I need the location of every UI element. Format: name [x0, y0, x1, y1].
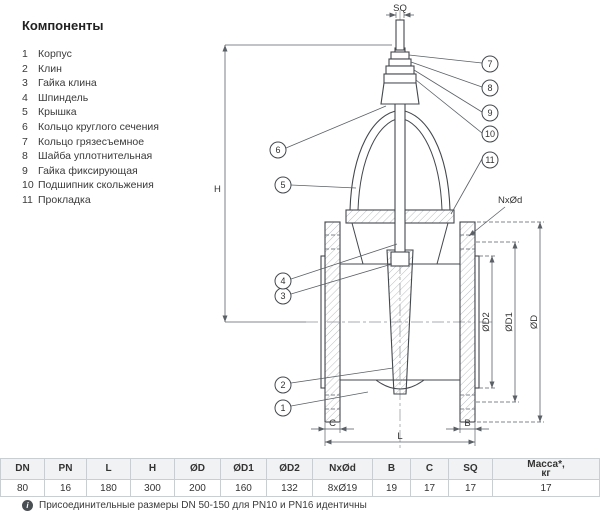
footnote: i Присоединительные размеры DN 50-150 дл…	[22, 500, 367, 511]
callout-7: 7	[481, 55, 499, 73]
dim-h: H	[214, 44, 392, 323]
callout-2: 2	[274, 376, 292, 394]
dim-l: L	[324, 431, 476, 446]
callout-10: 10	[481, 125, 499, 143]
table-cell: 17	[492, 479, 600, 497]
footnote-text: Присоединительные размеры DN 50-150 для …	[39, 500, 367, 511]
table-header: NxØd	[312, 458, 373, 480]
svg-text:7: 7	[487, 59, 492, 69]
stem	[380, 19, 420, 267]
svg-text:8: 8	[487, 83, 492, 93]
table-header: H	[130, 458, 175, 480]
table-value-row: 80 16 180 300 200 160 132 8xØ19 19 17 17…	[0, 479, 600, 497]
dim-label-d1: ØD1	[504, 312, 515, 332]
dim-label-d2: ØD2	[481, 312, 492, 332]
callout-1: 1	[274, 399, 292, 417]
table-cell: 160	[220, 479, 267, 497]
table-cell: 180	[86, 479, 131, 497]
dim-label-c: C	[329, 418, 336, 429]
table-cell: 17	[448, 479, 493, 497]
callout-11: 11	[481, 151, 499, 169]
dimensions-table: DN PN L H ØD ØD1 ØD2 NxØd B C SQ Масса*,…	[0, 458, 600, 497]
dim-label-l: L	[397, 431, 402, 442]
callout-3: 3	[274, 287, 292, 305]
callout-5: 5	[274, 176, 292, 194]
dim-label-nxod: NxØd	[498, 195, 522, 206]
table-header: SQ	[448, 458, 493, 480]
table-cell: 17	[410, 479, 449, 497]
dim-sq: SQ	[386, 3, 414, 18]
callout-4: 4	[274, 272, 292, 290]
wedge	[386, 249, 414, 395]
dim-b: B	[446, 418, 489, 433]
table-header: PN	[44, 458, 87, 480]
valve-section-drawing: SQ H C B L ØD2 ØD1	[200, 2, 580, 454]
dim-d: ØD	[477, 221, 544, 423]
dim-label-h: H	[214, 184, 221, 195]
table-cell: 19	[372, 479, 411, 497]
table-header: L	[86, 458, 131, 480]
svg-text:1: 1	[280, 403, 285, 413]
svg-text:11: 11	[485, 155, 494, 165]
svg-text:6: 6	[275, 145, 280, 155]
dim-d1: ØD1	[476, 241, 519, 403]
valve-svg: SQ H C B L ØD2 ØD1	[214, 3, 544, 450]
dim-d2: ØD2	[479, 255, 496, 389]
dim-label-sq: SQ	[393, 3, 407, 14]
table-cell: 300	[130, 479, 175, 497]
svg-text:4: 4	[280, 276, 285, 286]
dim-nxod: NxØd	[468, 195, 522, 237]
svg-text:5: 5	[280, 180, 285, 190]
table-header: Масса*, кг	[492, 458, 600, 480]
table-header: C	[410, 458, 449, 480]
table-cell: 80	[0, 479, 45, 497]
svg-text:3: 3	[280, 291, 285, 301]
components-title: Компоненты	[22, 18, 104, 33]
callout-leaders	[285, 54, 483, 407]
table-cell: 200	[174, 479, 221, 497]
table-header: ØD2	[266, 458, 313, 480]
table-cell: 8xØ19	[312, 479, 373, 497]
dim-label-b: B	[464, 418, 470, 429]
callout-6: 6	[269, 141, 287, 159]
svg-text:2: 2	[280, 380, 285, 390]
table-cell: 16	[44, 479, 87, 497]
table-header-row: DN PN L H ØD ØD1 ØD2 NxØd B C SQ Масса*,…	[0, 458, 600, 480]
svg-text:9: 9	[487, 108, 492, 118]
table-header: B	[372, 458, 411, 480]
table-header: ØD	[174, 458, 221, 480]
dim-c: C	[311, 418, 354, 433]
info-icon: i	[22, 500, 33, 511]
svg-text:10: 10	[485, 129, 495, 139]
callout-9: 9	[481, 104, 499, 122]
table-cell: 132	[266, 479, 313, 497]
dim-label-d: ØD	[529, 315, 540, 329]
valve-body	[320, 221, 480, 423]
table-header: DN	[0, 458, 45, 480]
callout-8: 8	[481, 79, 499, 97]
table-header: ØD1	[220, 458, 267, 480]
